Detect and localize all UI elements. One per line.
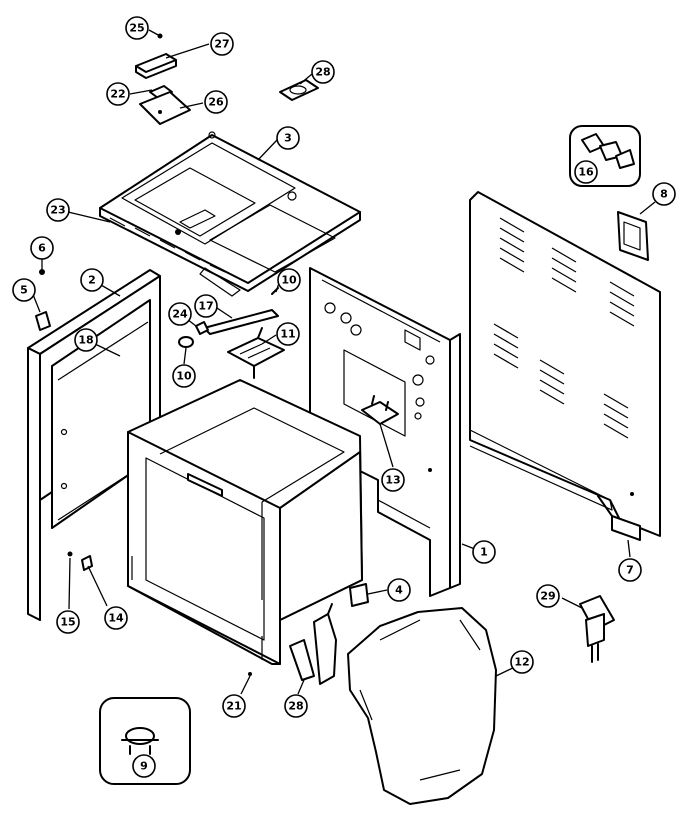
svg-text:7: 7 (626, 564, 634, 577)
callout-27: 27 (210, 32, 234, 56)
callout-18: 18 (74, 328, 98, 352)
svg-text:27: 27 (214, 38, 229, 51)
callout-24: 25 (125, 16, 149, 40)
svg-text:11: 11 (280, 328, 295, 341)
component-part-29 (579, 595, 615, 663)
svg-text:5: 5 (20, 284, 28, 297)
bracket-part-11 (227, 327, 285, 379)
small-fasteners (178, 287, 279, 348)
callout-22: 22 (106, 82, 130, 106)
svg-text:10: 10 (176, 370, 192, 383)
svg-text:16: 16 (578, 166, 594, 179)
callout-4: 4 (387, 578, 411, 602)
svg-text:17: 17 (198, 300, 213, 313)
svg-text:9: 9 (140, 760, 148, 773)
callout-13: 13 (381, 468, 405, 492)
svg-text:28: 28 (315, 66, 330, 79)
callout-9: 9 (132, 754, 156, 778)
svg-text:14: 14 (108, 612, 124, 625)
svg-text:2: 2 (88, 274, 96, 287)
svg-text:8: 8 (660, 188, 668, 201)
latch-part-13 (361, 395, 399, 425)
svg-text:22: 22 (110, 88, 125, 101)
callout-23: 24 (168, 302, 192, 326)
rear-panel (469, 191, 661, 537)
callout-10-top: 10 (277, 268, 301, 292)
svg-text:3: 3 (284, 132, 292, 145)
callout-29: 29 (536, 584, 560, 608)
svg-text:10: 10 (281, 274, 297, 287)
callout-11: 11 (276, 322, 300, 346)
callout-17: 17 (194, 294, 218, 318)
callout-6: 6 (30, 236, 54, 260)
svg-text:24: 24 (172, 308, 188, 321)
callout-25: 23 (46, 198, 70, 222)
callout-7: 7 (618, 558, 642, 582)
callout-14: 14 (104, 606, 128, 630)
callout-10-mid: 10 (172, 364, 196, 388)
callout-26: 26 (204, 90, 228, 114)
callout-16: 16 (574, 160, 598, 184)
top-small-parts (135, 33, 319, 125)
svg-text:29: 29 (540, 590, 555, 603)
svg-text:25: 25 (129, 22, 144, 35)
callout-28-bottom: 28 (284, 694, 308, 718)
inset-part-9 (99, 697, 191, 785)
oven-cavity (127, 379, 363, 665)
callout-3: 3 (276, 126, 300, 150)
callout-12: 12 (510, 650, 534, 674)
svg-text:4: 4 (395, 584, 403, 597)
svg-text:23: 23 (50, 204, 65, 217)
svg-text:26: 26 (208, 96, 224, 109)
svg-text:13: 13 (385, 474, 400, 487)
side-fasteners (35, 269, 252, 676)
bracket-part-7 (597, 495, 641, 541)
hinge-bracket (289, 603, 337, 685)
top-support-panel (99, 131, 361, 297)
callout-1: 1 (472, 540, 496, 564)
svg-text:28: 28 (288, 700, 303, 713)
block-part-4 (349, 583, 369, 607)
svg-text:18: 18 (78, 334, 93, 347)
insulation-blanket (347, 607, 497, 805)
callout-8: 8 (652, 182, 676, 206)
right-side-panel (309, 267, 461, 597)
svg-text:21: 21 (226, 700, 241, 713)
callout-21: 21 (222, 694, 246, 718)
rod-part-17 (203, 309, 279, 335)
callout-5: 5 (12, 278, 36, 302)
svg-text:15: 15 (60, 616, 75, 629)
callout-2: 2 (80, 268, 104, 292)
bracket-part-8 (617, 211, 649, 261)
svg-text:6: 6 (38, 242, 46, 255)
svg-text:1: 1 (480, 546, 488, 559)
callout-15: 15 (56, 610, 80, 634)
callout-28-top: 28 (311, 60, 335, 84)
svg-text:12: 12 (514, 656, 529, 669)
